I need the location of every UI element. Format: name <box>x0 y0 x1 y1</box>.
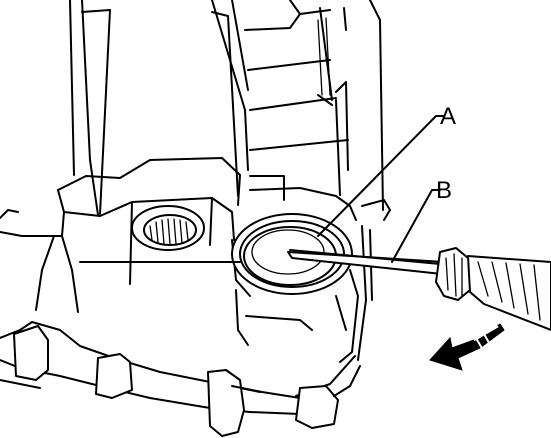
callout-a: A <box>317 103 456 237</box>
flange-body <box>57 157 391 285</box>
callout-b: B <box>391 177 452 263</box>
screwdriver <box>287 247 551 331</box>
bottom-flange <box>0 321 361 437</box>
bearing-bushing <box>131 205 205 251</box>
label-b: B <box>436 177 452 204</box>
upper-housing <box>69 0 384 216</box>
label-a: A <box>440 103 456 130</box>
curved-arrow-icon <box>429 323 505 371</box>
